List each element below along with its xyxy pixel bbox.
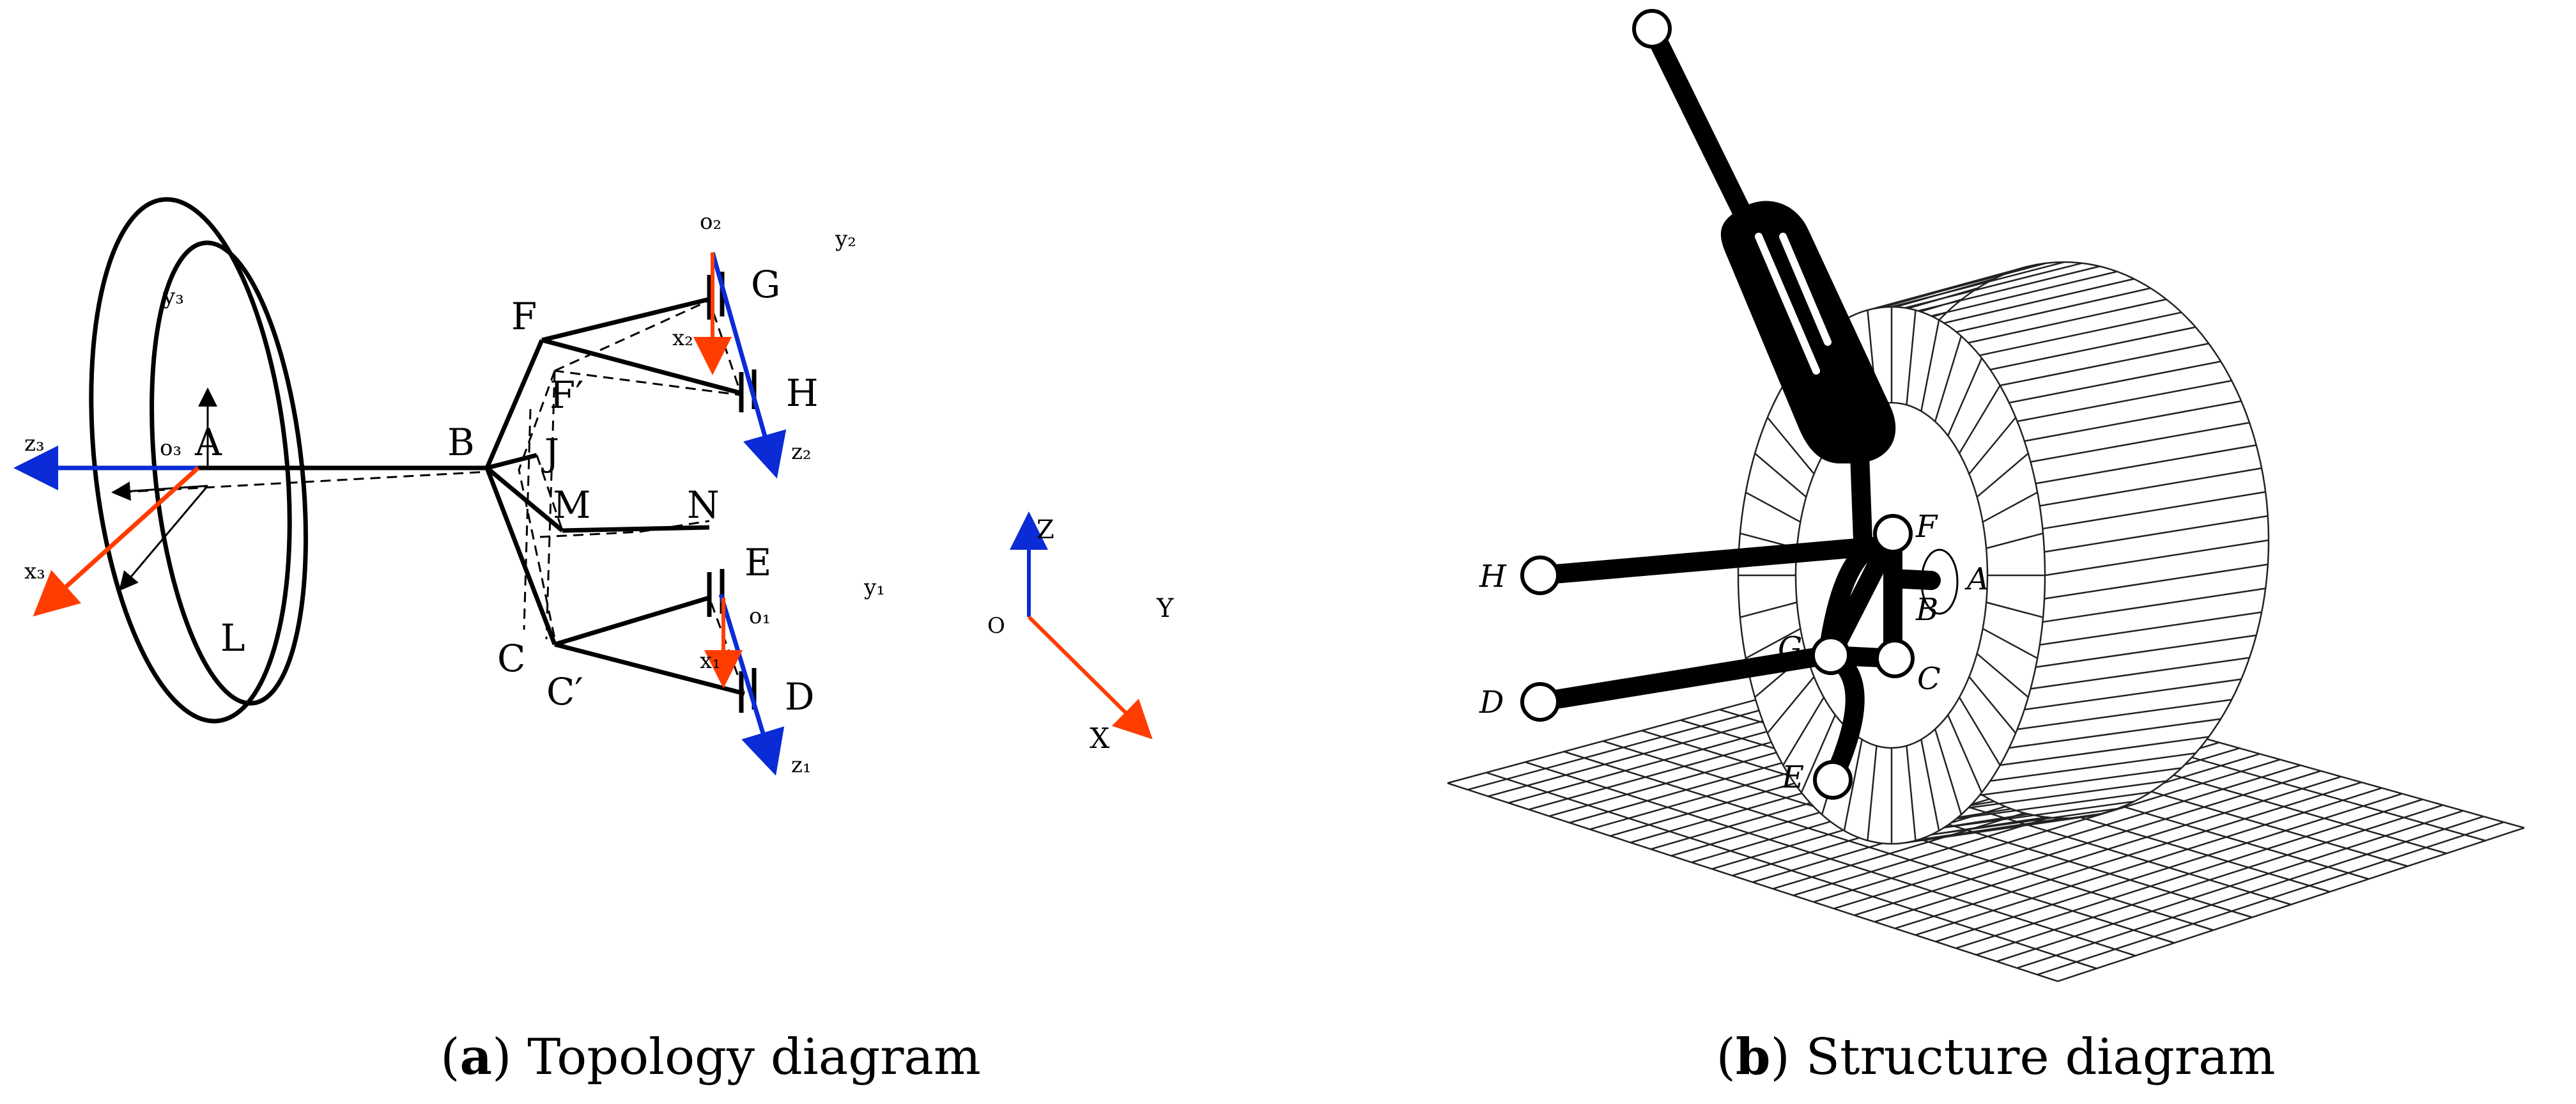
dashed-vertical-a [545, 370, 556, 640]
shock-body [1720, 201, 1896, 463]
label-y2: y₂ [835, 226, 856, 252]
label-o3: o₃ [160, 435, 181, 461]
label-y3: y₃ [162, 284, 184, 309]
label-z1: z₁ [791, 752, 812, 778]
wheel-ellipse-inner [150, 240, 308, 706]
label-b-b: B [1915, 592, 1938, 628]
joint-top [1632, 9, 1672, 49]
caption-b: (b) Structure diagram [1716, 1028, 2275, 1086]
label-b-c: C [1917, 661, 1941, 697]
dashed-vertical-b [523, 408, 532, 630]
caption-b-letter: b [1736, 1028, 1771, 1086]
label-b-h: H [1479, 559, 1507, 595]
label-b-f: F [1915, 509, 1938, 545]
caption-a: (a) Topology diagram [440, 1028, 981, 1086]
label-global-x: X [1090, 722, 1110, 755]
label-point-g: G [751, 263, 780, 306]
label-point-c-prime: C′ [546, 670, 583, 713]
joint-c [1875, 639, 1915, 678]
label-point-b: B [447, 421, 475, 464]
topology-diagram: B F F′ J M N G H E D C C′ A L o₁ x₁ y₁ z… [13, 197, 1174, 1086]
z1-axis-arrow [718, 593, 785, 776]
label-point-j: J [541, 431, 559, 474]
label-global-y: Y [1156, 594, 1174, 623]
label-point-m: M [553, 483, 590, 527]
structure-diagram: A B C D E F G H (b) Structure diagram [1447, 9, 2525, 1086]
upright-f-g [1821, 524, 1902, 665]
joint-f [1873, 514, 1913, 554]
label-point-n: N [687, 483, 720, 527]
hub-a [1920, 548, 1959, 615]
upright-solid [484, 339, 557, 646]
upright-dashed [518, 370, 557, 645]
label-b-g: G [1778, 630, 1802, 666]
joint-h [1520, 556, 1560, 595]
label-point-c: C [497, 637, 525, 680]
joint-d [1520, 682, 1560, 722]
upper-arm-f-g [541, 297, 710, 343]
label-point-h: H [786, 371, 819, 415]
label-point-l: L [220, 616, 245, 660]
label-o2: o₂ [700, 209, 721, 235]
frame3-left-arrow [111, 481, 208, 501]
shock-slot-1 [1755, 233, 1820, 375]
label-point-a: A [194, 421, 222, 464]
x3-axis-arrow [33, 466, 200, 617]
lower-arm-d-c [1531, 645, 1904, 711]
lower-arm-dashed [555, 596, 746, 696]
label-global-z: Z [1037, 515, 1054, 545]
label-o1: o₁ [749, 603, 771, 629]
label-x3: x₃ [24, 559, 45, 584]
shock-rod [1642, 19, 1757, 233]
label-b-a: A [1964, 561, 1989, 597]
link-b-j [486, 453, 537, 470]
label-z2: z₂ [791, 439, 812, 465]
lower-arm-curve [1824, 652, 1865, 786]
frame3-diag-arrow [119, 485, 209, 591]
label-x2: x₂ [672, 325, 693, 351]
caption-a-letter: a [460, 1028, 493, 1086]
shock-lower-rod [1850, 444, 1872, 550]
axle-dashed [121, 470, 488, 494]
label-z3: z₃ [24, 431, 45, 456]
label-point-d: D [785, 675, 815, 719]
label-point-f-prime: F′ [550, 373, 583, 417]
label-point-f: F [511, 295, 537, 338]
label-b-e: E [1781, 759, 1804, 795]
caption-a-text: Topology diagram [512, 1029, 981, 1086]
upper-arm-h-f [1531, 537, 1882, 585]
global-x-arrow [1027, 615, 1153, 740]
joint-g [1811, 635, 1851, 675]
shock-slot-2 [1779, 233, 1832, 346]
joint-e [1813, 760, 1853, 800]
knuckle-arm-f-b [1883, 569, 1941, 590]
label-global-o: O [987, 613, 1005, 639]
tie-rod-m-n [562, 525, 710, 533]
wheel-ellipse-outer [89, 197, 292, 724]
label-point-e: E [744, 541, 771, 584]
label-b-d: D [1479, 685, 1504, 720]
caption-b-text: Structure diagram [1790, 1029, 2276, 1086]
upper-arm-f-h [541, 338, 742, 396]
z2-axis-arrow [710, 252, 787, 479]
label-x1: x₁ [700, 648, 721, 674]
label-y1: y₁ [863, 575, 885, 600]
link-j-m [536, 455, 564, 531]
link-b-m [485, 466, 564, 533]
